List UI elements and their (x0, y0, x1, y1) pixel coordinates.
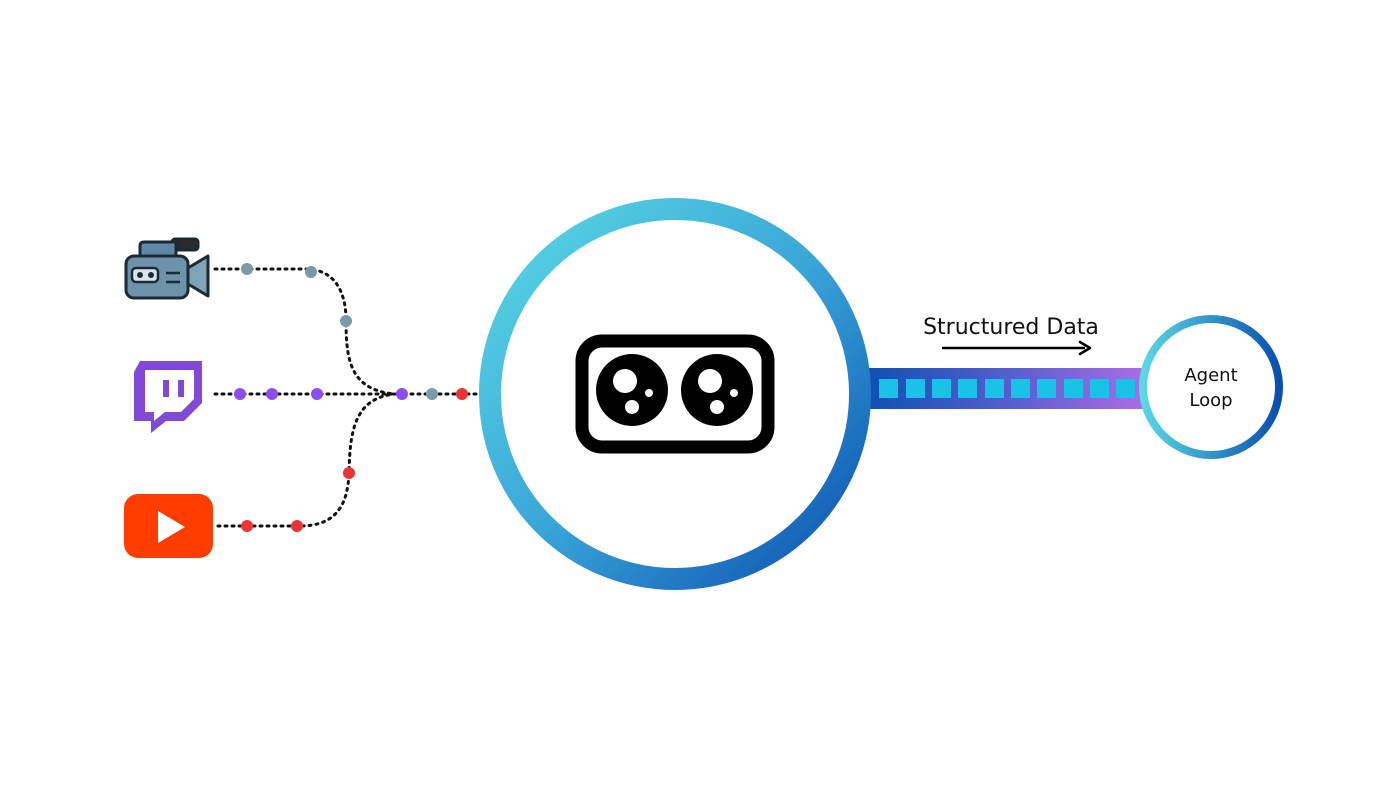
processor-node (479, 198, 871, 590)
stream-dot (241, 263, 253, 275)
twitch-stream-dots (234, 388, 408, 400)
stream-dot (241, 520, 253, 532)
twitch-icon (134, 361, 202, 433)
stream-dot (456, 388, 468, 400)
data-packet (932, 379, 951, 398)
agent-label-line1: Agent (1184, 365, 1237, 386)
data-packet (1011, 379, 1030, 398)
youtube-icon (124, 494, 213, 558)
data-packet (1090, 379, 1109, 398)
stream-dot (343, 467, 355, 479)
camera-connector (213, 267, 397, 396)
data-packet (1037, 379, 1056, 398)
stream-dot (305, 266, 317, 278)
video-camera-icon (124, 237, 210, 300)
arrow-right-icon (942, 340, 1092, 356)
youtube-stream-dots (241, 388, 468, 532)
stream-dot (426, 388, 438, 400)
camera-stream-dots (241, 263, 438, 400)
data-packet (985, 379, 1004, 398)
data-packet (958, 379, 977, 398)
stream-dot (234, 388, 246, 400)
agent-loop-node: Agent Loop (1139, 315, 1283, 459)
output-label: Structured Data (923, 315, 1099, 340)
structured-data-channel (855, 368, 1150, 409)
agent-label-line2: Loop (1189, 390, 1232, 411)
processor-logo-icon (575, 334, 775, 454)
connector-lines (213, 267, 482, 528)
stream-dot (266, 388, 278, 400)
data-packet (906, 379, 925, 398)
stream-dot (396, 388, 408, 400)
data-packet (879, 379, 898, 398)
stream-dot (340, 315, 352, 327)
data-packets (879, 379, 1135, 398)
stream-dot (311, 388, 323, 400)
data-packet (1064, 379, 1083, 398)
data-packet (1116, 379, 1135, 398)
youtube-connector (216, 392, 397, 528)
stream-dot (291, 520, 303, 532)
